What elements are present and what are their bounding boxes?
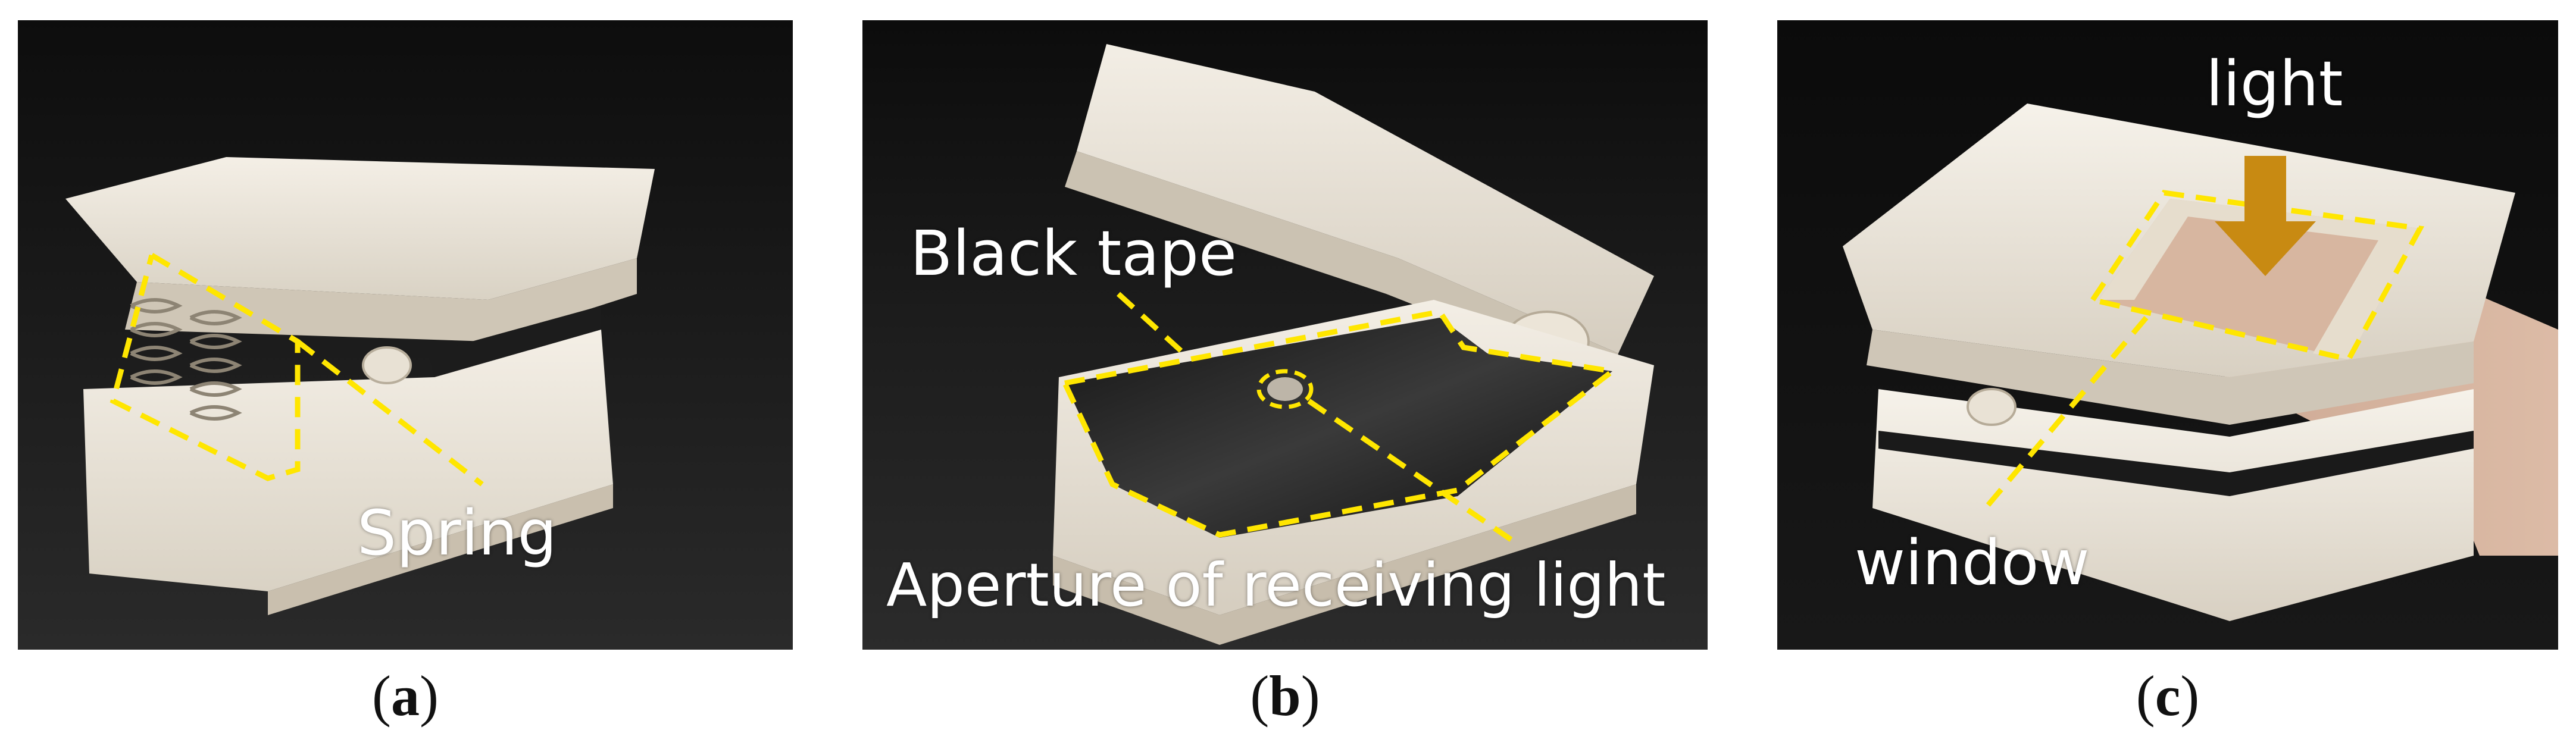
caption-b-close-paren: ) xyxy=(1300,664,1320,728)
aperture-dashed-circle xyxy=(1256,369,1314,409)
black-tape-dashed-outline xyxy=(1062,309,1620,538)
caption-b: (b) xyxy=(862,660,1708,732)
caption-b-open-paren: ( xyxy=(1250,664,1270,728)
caption-b-letter: b xyxy=(1269,664,1301,728)
spring-leader-line xyxy=(296,339,484,487)
clip-top-lid xyxy=(65,157,655,300)
clip-bottom-body xyxy=(1872,389,2474,621)
aperture-label: Aperture of receiving light xyxy=(886,550,1666,620)
light-arrow xyxy=(2215,156,2316,276)
caption-a: (a) xyxy=(18,660,793,732)
black-tape-label: Black tape xyxy=(910,217,1237,290)
window-dashed-outline xyxy=(2090,190,2425,363)
caption-a-open-paren: ( xyxy=(372,664,391,728)
caption-c-open-paren: ( xyxy=(2136,664,2155,728)
panel-b-photo: Black tape Aperture of receiving light xyxy=(862,20,1708,650)
panel-c-image xyxy=(1777,20,2558,650)
spring-coils xyxy=(130,298,242,421)
aperture-leader-line xyxy=(1307,399,1519,546)
black-tape-area xyxy=(1065,318,1612,538)
spring-label: Spring xyxy=(357,497,557,569)
black-tape-leader-line xyxy=(1116,292,1186,356)
panel-a-image xyxy=(18,20,793,650)
caption-a-letter: a xyxy=(391,664,420,728)
caption-c: (c) xyxy=(1777,660,2558,732)
spring-dashed-outline xyxy=(110,253,301,481)
caption-c-letter: c xyxy=(2155,664,2181,728)
window-label: window xyxy=(1855,527,2090,599)
aperture-hole xyxy=(1267,377,1303,401)
caption-c-close-paren: ) xyxy=(2180,664,2200,728)
panel-b-image xyxy=(862,20,1708,650)
window-leader-line xyxy=(1983,316,2149,510)
panel-c-photo: light window xyxy=(1777,20,2558,650)
caption-a-close-paren: ) xyxy=(420,664,439,728)
clip-raised-lid xyxy=(1077,44,1654,353)
panel-a-photo: Spring xyxy=(18,20,793,650)
light-label: light xyxy=(2206,48,2343,120)
